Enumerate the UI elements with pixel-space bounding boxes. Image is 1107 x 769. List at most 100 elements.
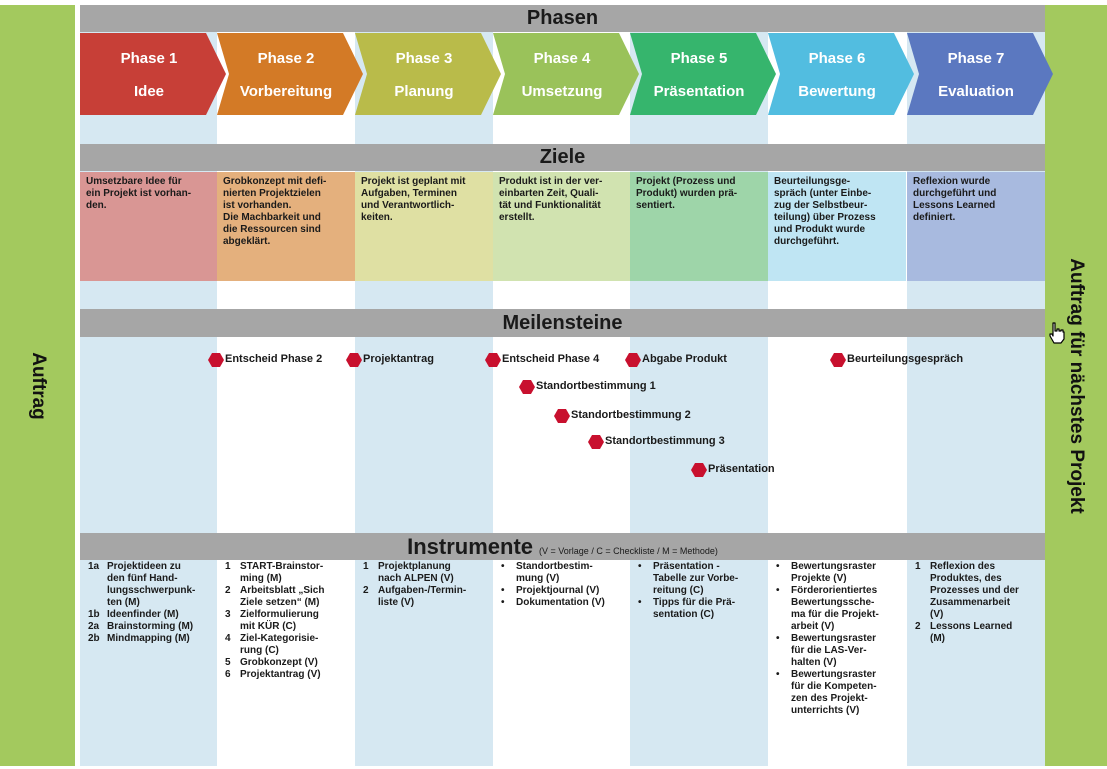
instrument-item-number: 1 (225, 561, 231, 572)
right-band: Auftrag für nächstes Projekt (1045, 5, 1107, 766)
milestone-label: Projektantrag (363, 353, 434, 365)
phase-name: Evaluation (938, 83, 1014, 100)
instrument-item-text: für die LAS-Ver- (791, 645, 867, 656)
phase-chevron-shape (80, 33, 226, 115)
instrument-item-text: den fünf Hand- (107, 573, 178, 584)
instrument-item-text: Aufgaben-/Termin- (378, 585, 467, 596)
section-bar-phasen: Phasen (80, 5, 1045, 32)
instrument-item-text: (V) (930, 609, 944, 620)
instrument-item-text: mung (V) (516, 573, 560, 584)
instrument-item-number: 1a (88, 561, 100, 572)
phase-chevron-7: Phase 7 Evaluation (907, 33, 1053, 115)
phase-label: Phase 2 (257, 50, 315, 67)
right-band-label: Auftrag für nächstes Projekt (1066, 257, 1087, 514)
instrument-item-number: 2 (915, 621, 921, 632)
instrument-item-number: 5 (225, 657, 231, 668)
instrument-item-text: Projektjournal (V) (516, 585, 600, 596)
instrument-item-text: nach ALPEN (V) (378, 573, 454, 584)
phase-name: Bewertung (798, 83, 876, 100)
instrument-item-text: Ideenfinder (M) (107, 609, 179, 620)
instrument-list-5: •Präsentation -Tabelle zur Vorbe-reitung… (634, 561, 766, 621)
goal-text-line: Reflexion wurde (913, 176, 991, 187)
instrument-item-text: Projektantrag (V) (240, 669, 321, 680)
phase-column-7 (907, 5, 1045, 766)
milestone-label: Standortbestimmung 2 (571, 409, 691, 421)
instrument-item-text: Bewertungsraster (791, 669, 877, 680)
instrument-item-text: halten (V) (791, 657, 837, 668)
section-bar-ziele: Ziele (80, 144, 1045, 171)
instrument-item: 5 Grobkonzept (V) (221, 657, 353, 669)
phase-column-6 (768, 5, 906, 766)
phase-name: Planung (394, 83, 454, 100)
phase-label: Phase 7 (947, 50, 1005, 67)
instrument-item-text: sentation (C) (653, 609, 715, 620)
instrument-item-text: ming (M) (240, 573, 282, 584)
left-band-label: Auftrag (27, 351, 49, 420)
instrument-item-number: 2 (363, 585, 369, 596)
section-title-meilensteine: Meilensteine (502, 312, 623, 334)
phase-column-3 (355, 5, 493, 766)
goal-text-line: Projekt ist geplant mit (361, 176, 466, 187)
phase-label: Phase 6 (808, 50, 866, 67)
goal-text-line: Umsetzbare Idee für (86, 176, 182, 187)
instrument-item-text: Grobkonzept (V) (240, 657, 318, 668)
milestone-label: Entscheid Phase 4 (502, 353, 600, 365)
goal-text-line: Produkt) wurden prä- (636, 188, 738, 199)
instrument-item-number: • (776, 669, 780, 680)
instrument-item-text: rung (C) (240, 645, 279, 656)
milestone-marker-icon (691, 463, 707, 477)
goal-box-2: Grobkonzept mit defi-nierten Projektziel… (217, 172, 355, 281)
instrument-item: •Dokumentation (V) (497, 597, 629, 609)
goal-text-line: sentiert. (636, 200, 675, 211)
instrument-item-number: • (776, 585, 780, 596)
instrument-item-text: Zielformulierung (240, 609, 319, 620)
instrument-item-text: Tipps für die Prä- (653, 597, 736, 608)
instrument-item-number: 1 (915, 561, 921, 572)
instrument-item: •Präsentation -Tabelle zur Vorbe-reitung… (634, 561, 766, 597)
goal-text-line: durchgeführt und (913, 188, 997, 199)
milestone-marker-icon (830, 353, 846, 367)
instrument-item-text: Dokumentation (V) (516, 597, 605, 608)
instrument-item-text: zen des Projekt- (791, 693, 868, 704)
goal-text-line: teilung) über Prozess (774, 212, 876, 223)
goal-box-6: Beurteilungsge-spräch (unter Einbe-zug d… (768, 172, 906, 281)
section-bar-meilensteine: Meilensteine (80, 309, 1045, 337)
goal-text-line: abgeklärt. (223, 236, 271, 247)
instrument-item-text: Prozesses und der (930, 585, 1019, 596)
instrument-item-number: • (776, 561, 780, 572)
phase-chevron-shape (355, 33, 501, 115)
instrument-item-text: Projektideen zu (107, 561, 181, 572)
goal-text-line: nierten Projektzielen (223, 188, 321, 199)
instrument-item-text: Reflexion des (930, 561, 996, 572)
phase-name: Idee (133, 83, 164, 100)
instrument-item-text: ma für die Projekt- (791, 609, 879, 620)
goal-text-line: tät und Funktionalität (499, 200, 601, 211)
milestone-label: Entscheid Phase 2 (225, 353, 323, 365)
instrument-item: •Standortbestim-mung (V) (497, 561, 629, 585)
phase-label: Phase 1 (120, 50, 178, 67)
goal-text-line: Produkt ist in der ver- (499, 176, 603, 187)
goal-text-line: die Ressourcen sind (223, 224, 321, 235)
phase-label: Phase 4 (533, 50, 591, 67)
instrument-item-text: reitung (C) (653, 585, 704, 596)
instrument-item-number: • (501, 585, 505, 596)
goal-box-4: Produkt ist in der ver-einbarten Zeit, Q… (493, 172, 631, 281)
goal-text-line: und Produkt wurde (774, 224, 866, 235)
instrument-item-text: Brainstorming (M) (107, 621, 194, 632)
milestone-marker-icon (485, 353, 501, 367)
milestone-label: Präsentation (708, 463, 775, 475)
instrument-item-text: Präsentation - (653, 561, 720, 572)
goal-text-line: ist vorhanden. (223, 200, 292, 211)
